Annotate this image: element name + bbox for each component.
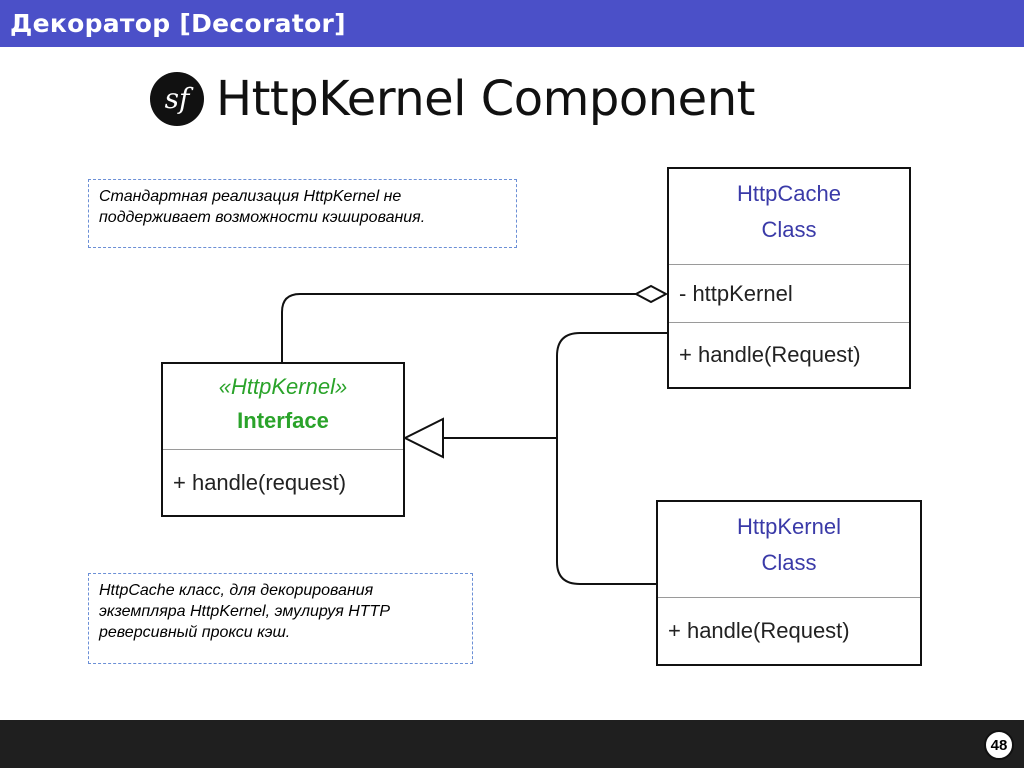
footer-bar: 48 [0,720,1024,768]
page-title: HttpKernel Component [216,71,755,127]
realization-lines [556,332,667,585]
note-bottom-line-3: реверсивный прокси кэш. [99,624,291,641]
httpkernel-class-header: HttpKernel Class [658,502,920,598]
httpcache-attribute: - httpKernel [669,265,909,323]
slide-section-title: Декоратор [Decorator] [10,9,346,38]
symfony-logo-icon: sf [150,72,204,126]
note-bottom-line-2: экземпляра HttpKernel, эмулируя HTTP [99,603,390,620]
aggregation-diamond-icon [633,284,669,304]
note-bottom-line-1: HttpCache класс, для декорирования [99,582,374,599]
aggregation-line [281,293,636,362]
page-number-badge: 48 [984,730,1014,760]
httpkernel-method: + handle(Request) [668,618,850,643]
httpkernel-class-stereotype: Class [761,550,817,575]
interface-method: + handle(request) [173,469,347,495]
interface-header: «HttpKernel» Interface [163,364,403,450]
httpkernel-interface-box: «HttpKernel» Interface + handle(request) [161,362,405,517]
httpkernel-class-name: HttpKernel [737,514,841,539]
slide-heading: sf HttpKernel Component [150,70,755,128]
realization-triangle-icon [402,417,444,459]
symfony-logo-text: sf [165,82,194,115]
httpcache-method: + handle(Request) [679,342,861,367]
httpcache-class-header: HttpCache Class [669,169,909,265]
note-top-line-2: поддерживает возможности кэширования. [99,209,426,226]
httpcache-class-stereotype: Class [761,217,817,242]
interface-stereotype: «HttpKernel» [218,374,348,399]
httpcache-class-box: HttpCache Class - httpKernel + handle(Re… [667,167,911,389]
note-bottom: HttpCache класс, для декорирования экзем… [88,573,473,664]
httpcache-class-name: HttpCache [737,181,841,206]
header-bar: Декоратор [Decorator] [0,0,1024,47]
interface-name: Interface [237,408,329,433]
note-top-line-1: Стандартная реализация HttpKernel не [99,188,402,205]
note-top: Стандартная реализация HttpKernel не под… [88,179,517,248]
httpkernel-class-box: HttpKernel Class + handle(Request) [656,500,922,666]
